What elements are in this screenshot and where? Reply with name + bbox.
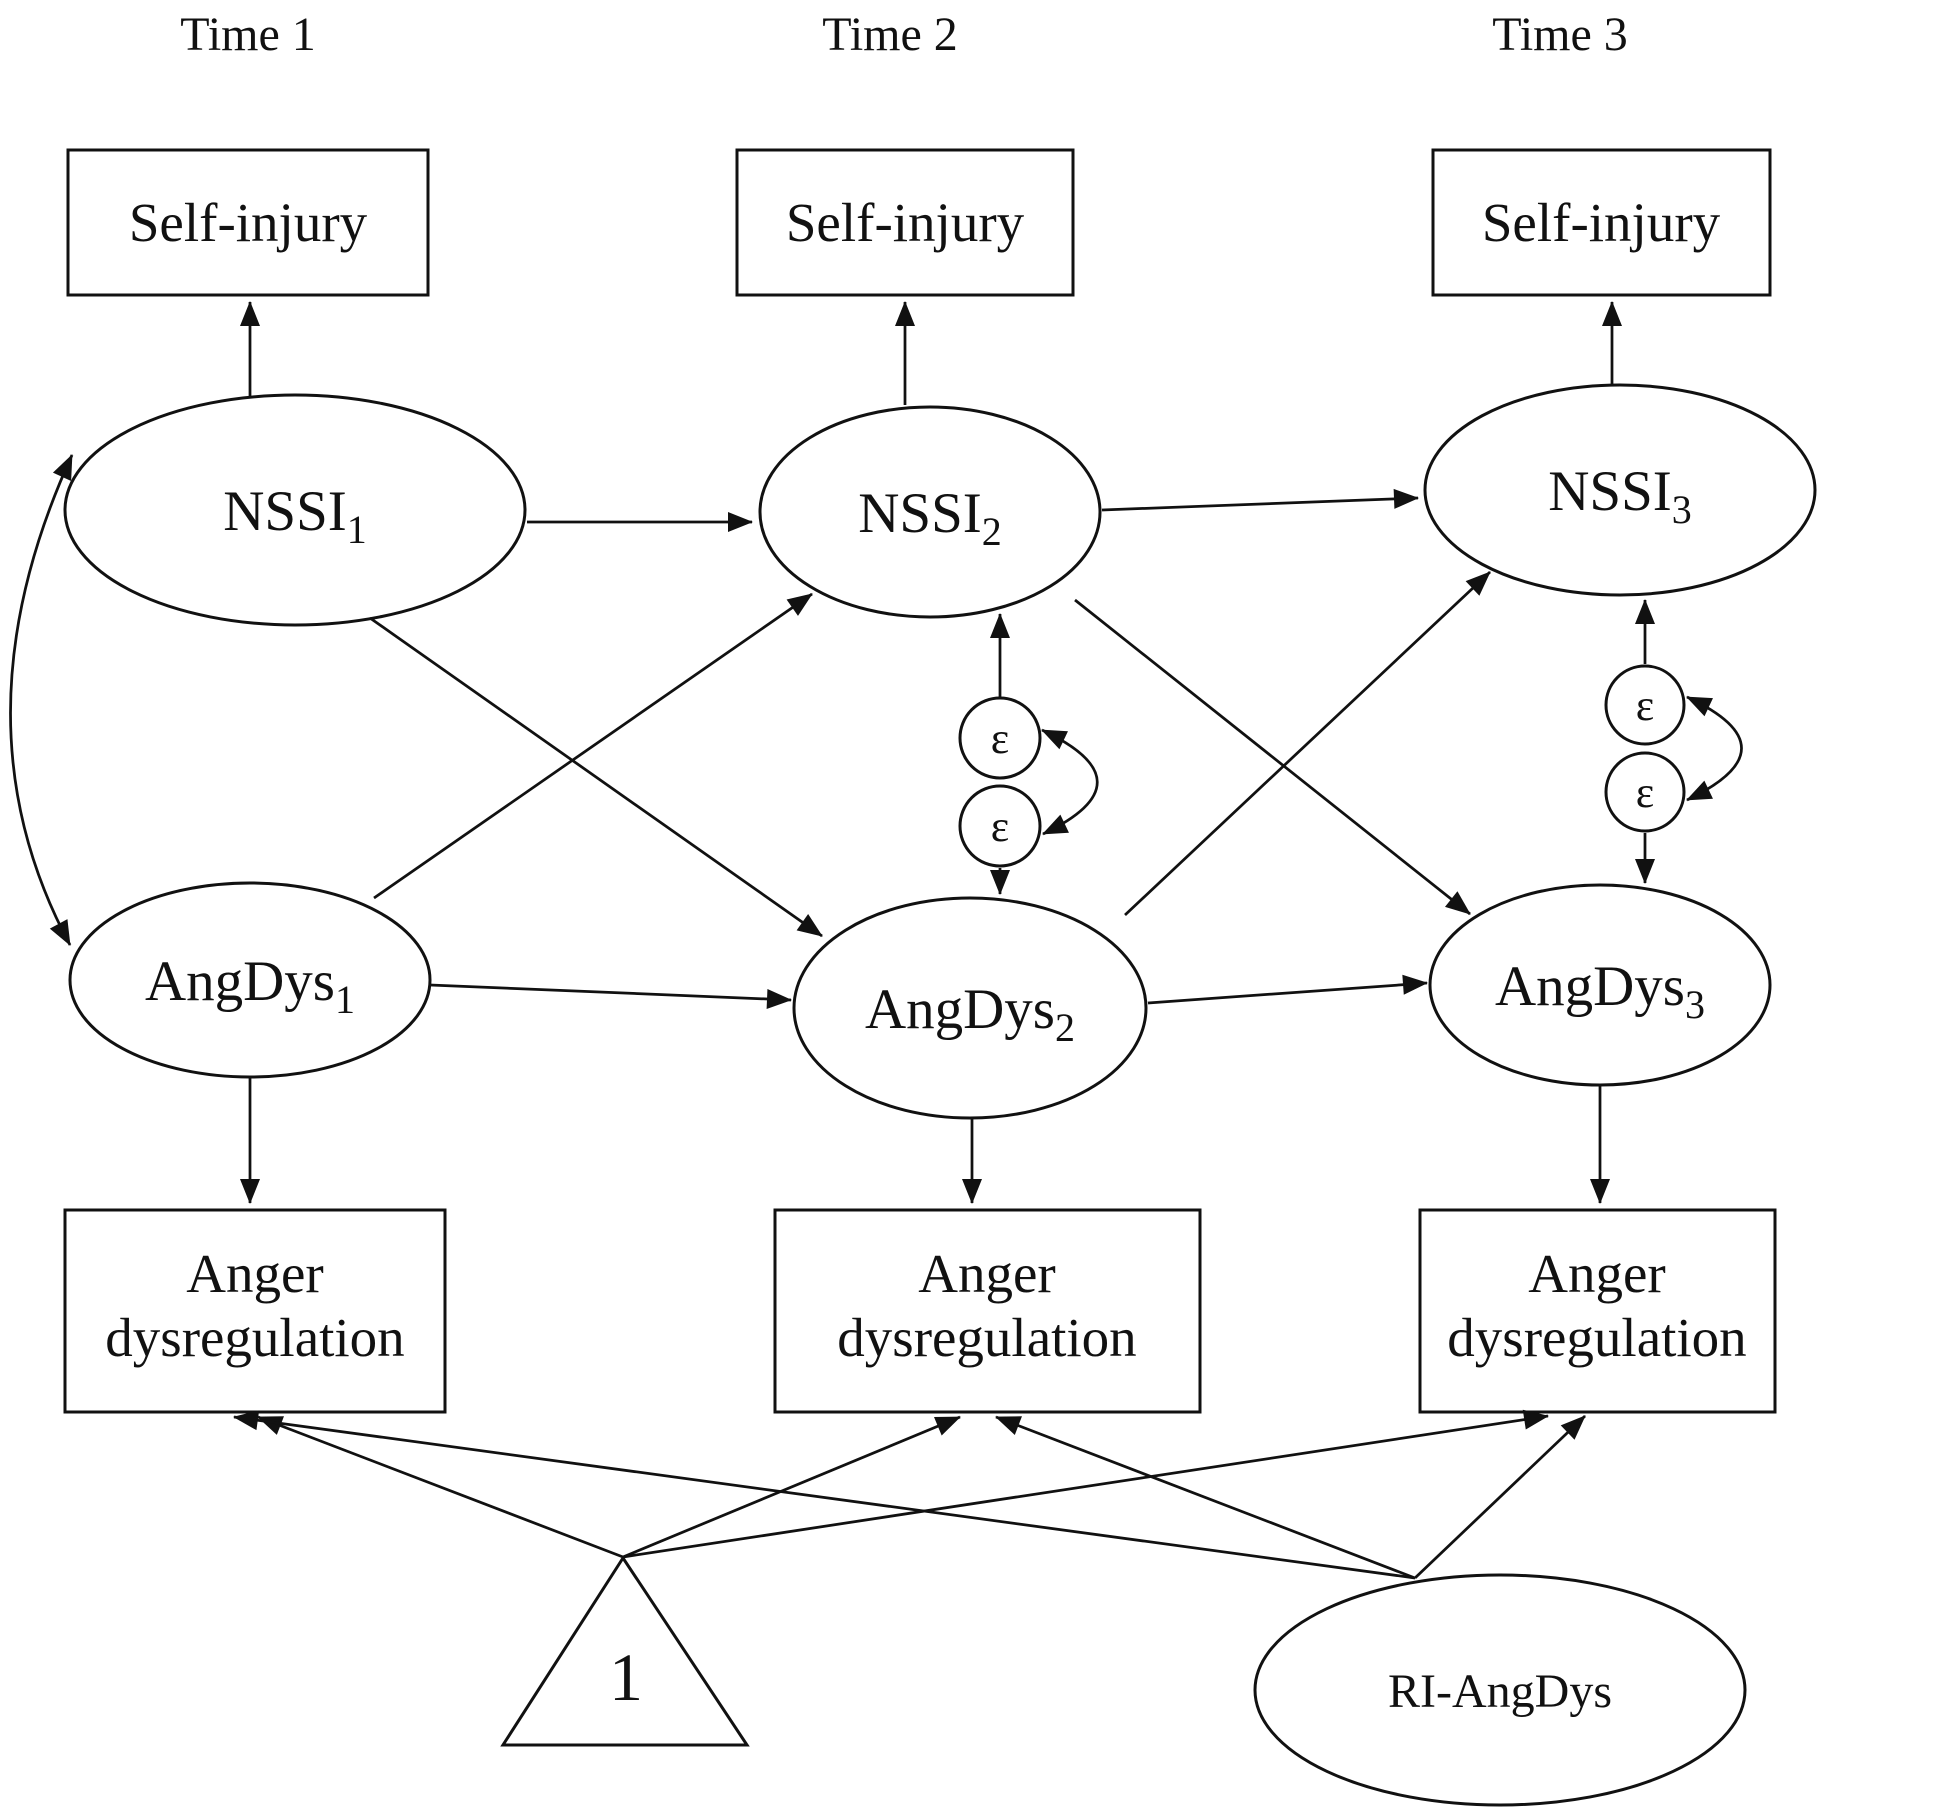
- arrow-angdys1-angdys2: [429, 983, 792, 1009]
- anger-dysregulation-label-t1-line1: Anger: [186, 1243, 323, 1304]
- nssi2-ellipse: [758, 405, 1102, 619]
- nssi2-label: NSSI2: [858, 482, 1002, 554]
- covariance-arc-epsilons-t2: [1041, 728, 1099, 836]
- covariance-arc-epsilons-t3: [1686, 695, 1743, 802]
- self-injury-label-t3: Self-injury: [1482, 192, 1721, 253]
- nssi3-subscript: 3: [1672, 487, 1692, 532]
- covariance-arc-nssi1-angdys1: [9, 454, 74, 946]
- arrow-intercept-angerbox2: [622, 1415, 961, 1559]
- epsilon-label-angdys-t3: ε: [1636, 768, 1654, 817]
- anger-dysregulation-box-t3: [1418, 1208, 1777, 1414]
- nssi1-subscript: 1: [347, 507, 367, 552]
- anger-dysregulation-label-t3-line1: Anger: [1528, 1243, 1665, 1304]
- self-injury-label-t1: Self-injury: [129, 192, 368, 253]
- angdys1-label: AngDys1: [145, 950, 355, 1022]
- ri-angdys-label: RI-AngDys: [1388, 1665, 1612, 1718]
- anger-dysregulation-label-t1-line2: dysregulation: [105, 1307, 404, 1368]
- self-injury-label-t2: Self-injury: [786, 192, 1025, 253]
- anger-dysregulation-label-t3-line2: dysregulation: [1447, 1307, 1746, 1368]
- angdys3-base: AngDys: [1495, 955, 1685, 1018]
- nssi2-subscript: 2: [982, 509, 1002, 554]
- intercept-triangle: [500, 1555, 750, 1747]
- anger-dysregulation-label-t2-line2: dysregulation: [837, 1307, 1136, 1368]
- self-injury-box-t2: [735, 148, 1075, 297]
- arrow-angdys2-nssi3: [1124, 570, 1491, 917]
- arrow-nssi2-nssi3: [1101, 488, 1419, 512]
- arrow-ri-angdys-angerbox2: [995, 1415, 1416, 1580]
- angdys1-subscript: 1: [335, 977, 355, 1022]
- angdys2-label: AngDys2: [865, 978, 1075, 1050]
- angdys2-base: AngDys: [865, 978, 1055, 1041]
- angdys2-ellipse: [792, 896, 1148, 1120]
- epsilon-circle-nssi-t3: [1604, 664, 1686, 746]
- nssi1-label: NSSI1: [223, 480, 367, 552]
- epsilon-label-nssi-t3: ε: [1636, 681, 1654, 730]
- epsilon-label-nssi-t2: ε: [991, 714, 1009, 763]
- epsilon-circle-angdys-t2: [958, 784, 1042, 868]
- arrow-angdys2-angdys3: [1147, 974, 1428, 1005]
- anger-dysregulation-box-t1: [63, 1208, 447, 1414]
- angdys3-label: AngDys3: [1495, 955, 1705, 1027]
- nssi1-base: NSSI: [223, 480, 347, 543]
- epsilon-circle-angdys-t3: [1604, 751, 1686, 833]
- nssi3-label: NSSI3: [1548, 460, 1692, 532]
- time2-label: Time 2: [822, 8, 958, 61]
- arrow-nssi2-angdys3: [1074, 598, 1471, 916]
- intercept-label: 1: [609, 1639, 643, 1715]
- arrow-ri-angdys-angerbox3: [1414, 1415, 1586, 1579]
- anger-dysregulation-label-t2-line1: Anger: [918, 1243, 1055, 1304]
- arrow-ri-angdys-angerbox1: [233, 1410, 1416, 1580]
- self-injury-box-t3: [1431, 148, 1772, 297]
- angdys1-base: AngDys: [145, 950, 335, 1013]
- arrow-angdys1-nssi2: [373, 592, 813, 900]
- ri-angdys-ellipse: [1253, 1573, 1747, 1807]
- nssi3-base: NSSI: [1548, 460, 1672, 523]
- arrow-nssi1-angdys2: [369, 616, 823, 938]
- time1-label: Time 1: [180, 8, 316, 61]
- nssi3-ellipse: [1423, 383, 1817, 597]
- nssi2-base: NSSI: [858, 482, 982, 545]
- arrow-intercept-angerbox1: [257, 1415, 624, 1559]
- anger-dysregulation-box-t2: [773, 1208, 1202, 1414]
- self-injury-box-t1: [66, 148, 430, 297]
- angdys3-subscript: 3: [1685, 982, 1705, 1027]
- epsilon-label-angdys-t2: ε: [991, 802, 1009, 851]
- time3-label: Time 3: [1492, 8, 1628, 61]
- arrow-intercept-angerbox3: [622, 1409, 1549, 1559]
- angdys2-subscript: 2: [1055, 1005, 1075, 1050]
